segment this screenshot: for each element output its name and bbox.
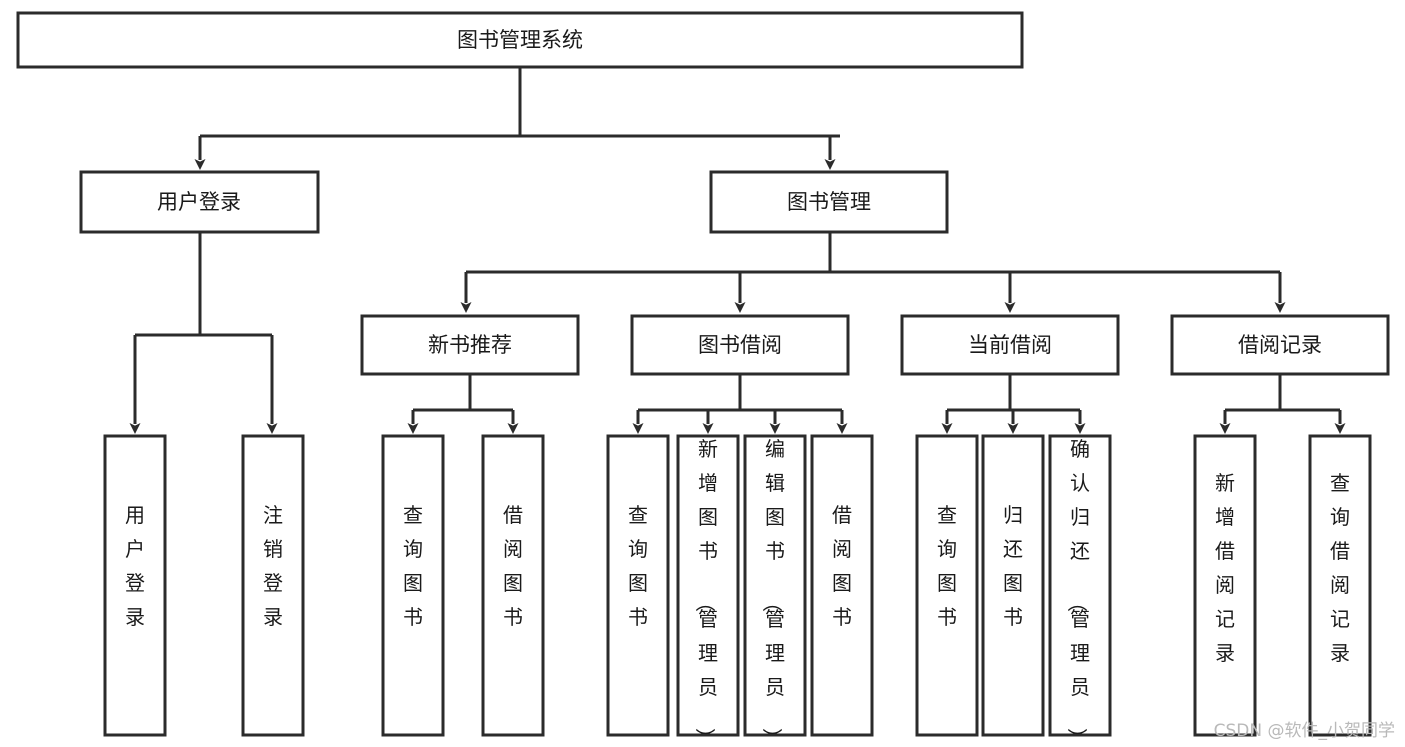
node-book-borrow[interactable]: 图书借阅 [630, 314, 850, 376]
leaf-add-record-box[interactable] [1193, 434, 1257, 737]
node-book-manage-box[interactable] [709, 170, 949, 234]
leaf-user-logout[interactable]: 注销登录 [241, 434, 305, 737]
node-user-login-box[interactable] [79, 170, 320, 234]
node-current-borrow[interactable]: 当前借阅 [900, 314, 1120, 376]
leaf-query-book-2-label: 查询图书 [628, 503, 648, 629]
node-root-box[interactable] [16, 11, 1024, 69]
leaf-user-logout-label: 注销登录 [263, 503, 283, 629]
leaf-confirm-return-box[interactable] [1048, 434, 1112, 737]
node-new-book-recommend-label: 新书推荐 [428, 333, 512, 357]
node-user-login[interactable]: 用户登录 [79, 170, 320, 234]
node-book-borrow-label: 图书借阅 [698, 333, 782, 357]
node-borrow-record-label: 借阅记录 [1238, 333, 1322, 357]
node-current-borrow-label: 当前借阅 [968, 333, 1052, 357]
node-current-borrow-box[interactable] [900, 314, 1120, 376]
node-borrow-record-box[interactable] [1170, 314, 1390, 376]
leaf-add-book[interactable]: 新增图书（管理员） [676, 434, 740, 747]
leaf-add-record[interactable]: 新增借阅记录 [1193, 434, 1257, 737]
leaf-add-book-box[interactable] [676, 434, 740, 737]
leaf-edit-book-label: 编辑图书（管理员） [760, 437, 785, 747]
leaf-query-book-1-box[interactable] [381, 434, 445, 737]
leaf-confirm-return[interactable]: 确认归还（管理员） [1048, 434, 1112, 747]
leaf-add-book-label: 新增图书（管理员） [693, 437, 718, 747]
node-borrow-record[interactable]: 借阅记录 [1170, 314, 1390, 376]
leaf-edit-book-box[interactable] [743, 434, 807, 737]
leaf-query-record-label: 查询借阅记录 [1330, 471, 1350, 665]
node-book-manage-label: 图书管理 [787, 190, 871, 214]
leaf-query-record[interactable]: 查询借阅记录 [1308, 434, 1372, 737]
leaf-borrow-book-2-label: 借阅图书 [832, 503, 852, 629]
node-new-book-recommend-box[interactable] [360, 314, 580, 376]
leaf-borrow-book-1-box[interactable] [481, 434, 545, 737]
leaf-query-book-2-box[interactable] [606, 434, 670, 737]
leaf-user-login-box[interactable] [103, 434, 167, 737]
leaf-add-record-label: 新增借阅记录 [1215, 471, 1235, 665]
node-book-manage[interactable]: 图书管理 [709, 170, 949, 234]
leaf-user-login[interactable]: 用户登录 [103, 434, 167, 737]
node-new-book-recommend[interactable]: 新书推荐 [360, 314, 580, 376]
leaf-query-book-1[interactable]: 查询图书 [381, 434, 445, 737]
leaf-edit-book[interactable]: 编辑图书（管理员） [743, 434, 807, 747]
leaf-borrow-book-1-label: 借阅图书 [503, 503, 523, 629]
node-root[interactable]: 图书管理系统 [16, 11, 1024, 69]
leaf-borrow-book-2[interactable]: 借阅图书 [810, 434, 874, 737]
leaf-query-book-3-box[interactable] [915, 434, 979, 737]
node-user-login-label: 用户登录 [157, 190, 241, 214]
leaf-query-book-3[interactable]: 查询图书 [915, 434, 979, 737]
leaf-borrow-book-2-box[interactable] [810, 434, 874, 737]
leaf-return-book-label: 归还图书 [1003, 503, 1023, 629]
leaf-user-logout-box[interactable] [241, 434, 305, 737]
leaf-query-book-3-label: 查询图书 [937, 503, 957, 629]
leaf-confirm-return-label: 确认归还（管理员） [1065, 437, 1090, 747]
node-root-label: 图书管理系统 [457, 28, 583, 52]
leaf-query-book-1-label: 查询图书 [403, 503, 423, 629]
connector-layer [129, 67, 1346, 434]
leaf-return-book[interactable]: 归还图书 [981, 434, 1045, 737]
leaf-borrow-book-1[interactable]: 借阅图书 [481, 434, 545, 737]
leaf-user-login-label: 用户登录 [125, 503, 145, 629]
leaf-query-record-box[interactable] [1308, 434, 1372, 737]
leaf-return-book-box[interactable] [981, 434, 1045, 737]
node-book-borrow-box[interactable] [630, 314, 850, 376]
leaf-query-book-2[interactable]: 查询图书 [606, 434, 670, 737]
